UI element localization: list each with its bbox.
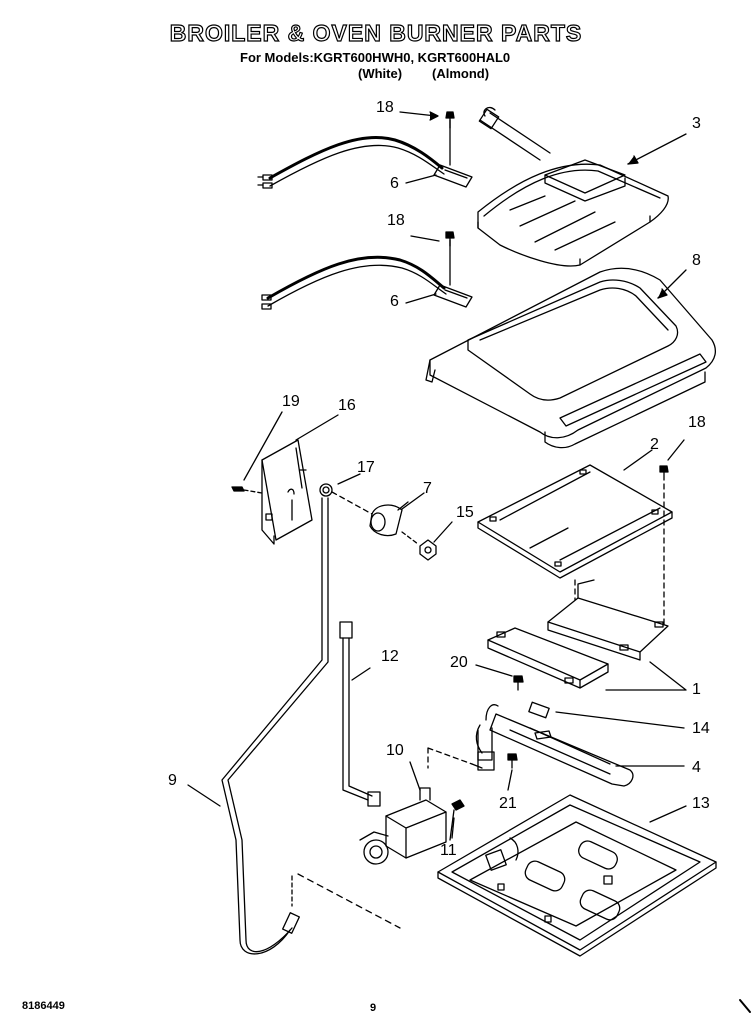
callout-8: 8 <box>692 252 701 269</box>
callout-18-b: 18 <box>387 212 405 229</box>
callout-2: 2 <box>650 436 659 453</box>
callout-12: 12 <box>381 648 399 665</box>
callout-13: 13 <box>692 795 710 812</box>
page-number: 9 <box>370 1002 377 1014</box>
wire-harness-upper <box>258 120 472 188</box>
broil-cover-part3 <box>478 108 668 266</box>
page-title: BROILER & OVEN BURNER PARTS <box>169 19 583 46</box>
callout-7: 7 <box>423 480 432 497</box>
bracket-part16 <box>262 440 312 544</box>
screw-part21 <box>508 754 517 768</box>
callout-21: 21 <box>499 795 517 812</box>
gas-tube-part12 <box>340 622 380 806</box>
callout-1: 1 <box>692 681 701 698</box>
broil-burner-part4 <box>476 702 633 786</box>
screw-18-lower <box>575 466 668 624</box>
callout-11: 11 <box>440 842 457 859</box>
callout-17: 17 <box>357 459 375 476</box>
callout-14: 14 <box>692 720 710 737</box>
dashed-assembly-line <box>298 874 400 928</box>
screw-part11 <box>450 800 464 840</box>
callout-4: 4 <box>692 759 701 776</box>
orifice-part17 <box>320 484 372 514</box>
gas-tube-part9 <box>222 498 328 954</box>
air-shutter-part7 <box>370 502 408 536</box>
screw-18-middle <box>446 232 454 246</box>
wire-harness-lower <box>262 240 472 309</box>
callout-3: 3 <box>692 115 701 132</box>
callout-20: 20 <box>450 654 468 671</box>
callout-15: 15 <box>456 504 474 521</box>
callout-6-a: 6 <box>390 175 399 192</box>
callout-18-a: 18 <box>376 99 394 116</box>
screw-part20 <box>514 676 523 690</box>
nut-part15 <box>402 532 436 560</box>
screw-19 <box>232 487 262 493</box>
callout-leaders <box>188 134 686 838</box>
valve-part10 <box>360 748 482 864</box>
broil-pan-part13 <box>438 795 716 956</box>
bracket-part1 <box>488 580 668 688</box>
scan-mark <box>740 1000 750 1012</box>
variant-almond: (Almond) <box>432 66 490 81</box>
baffle-part2 <box>478 465 672 578</box>
document-number: 8186449 <box>22 1000 65 1012</box>
callout-6-b: 6 <box>390 293 399 310</box>
callout-16: 16 <box>338 397 356 414</box>
models-line: For Models:KGRT600HWH0, KGRT600HAL0 <box>240 50 511 65</box>
callout-18-c: 18 <box>688 414 706 431</box>
variant-white: (White) <box>358 66 403 81</box>
oven-bottom-part8 <box>426 268 715 447</box>
callout-10: 10 <box>386 742 404 759</box>
screw-18-upper <box>400 112 454 128</box>
callout-9: 9 <box>168 772 177 789</box>
callout-19: 19 <box>282 393 300 410</box>
